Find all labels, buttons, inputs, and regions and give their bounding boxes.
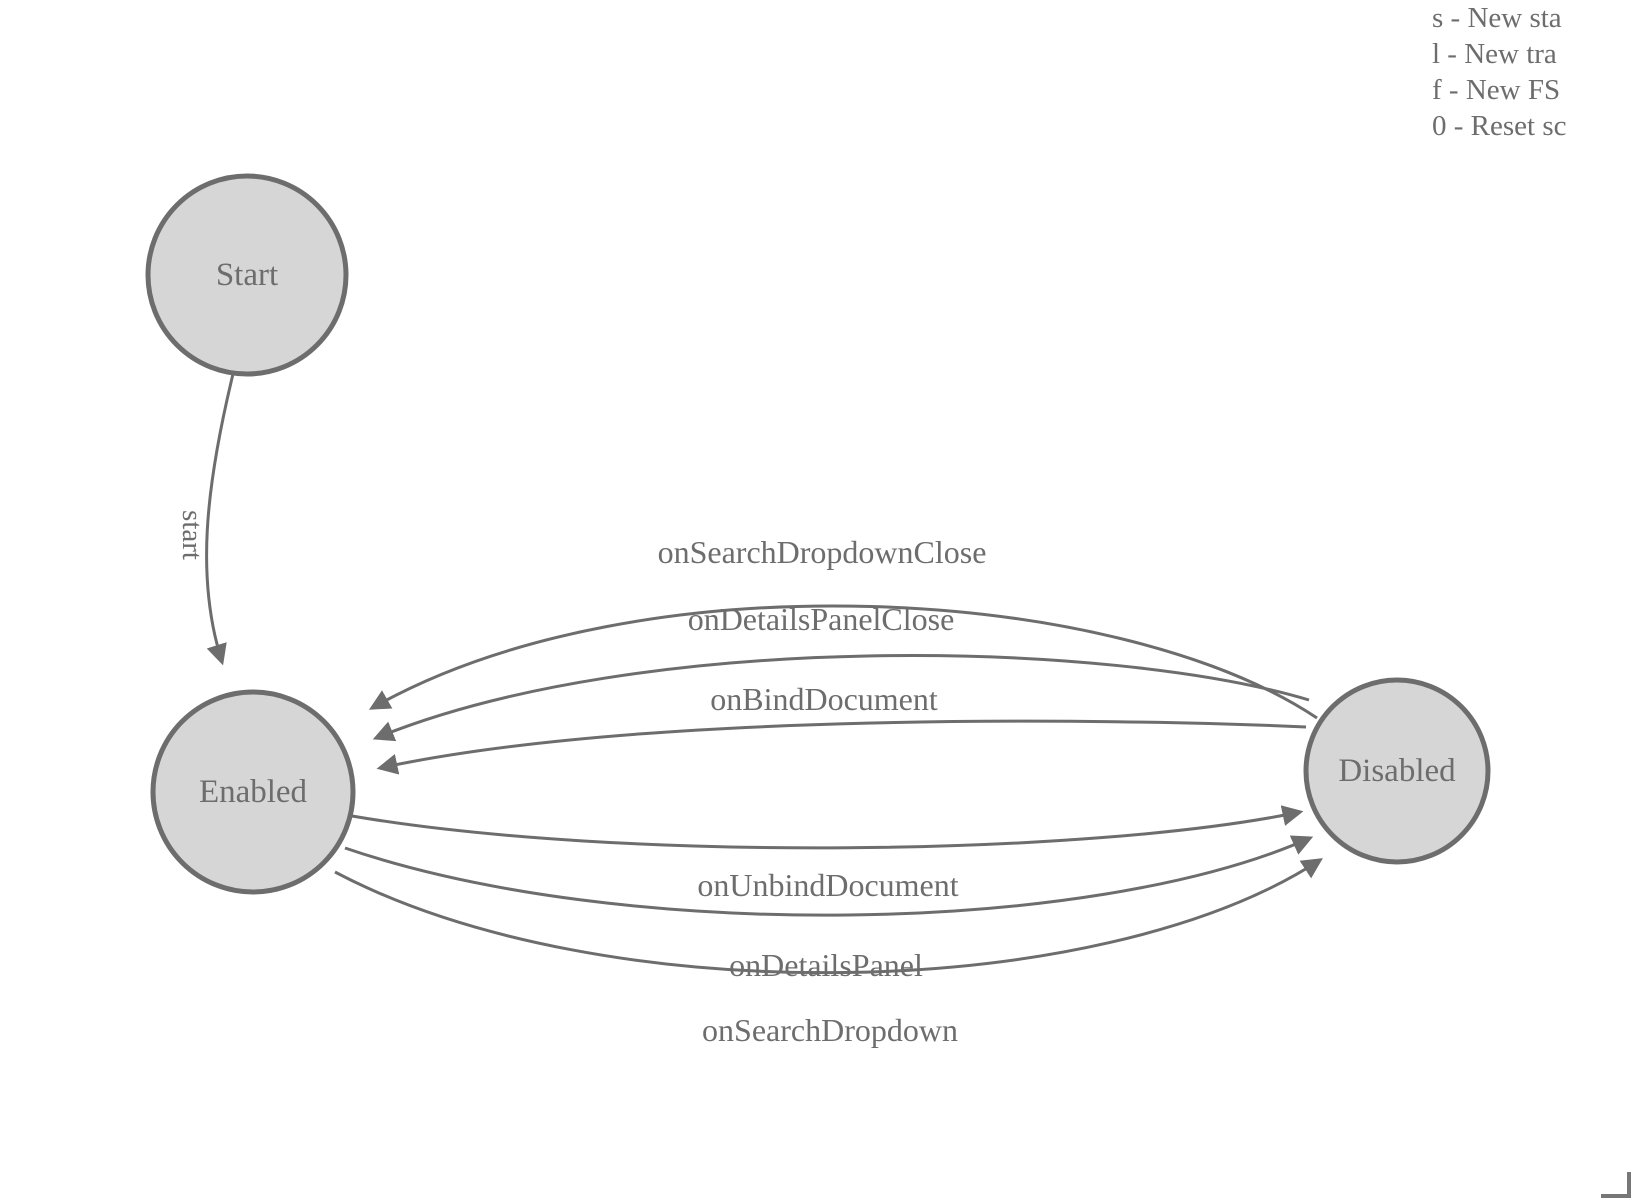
resize-handle-vertical-bar[interactable] <box>1627 1172 1631 1198</box>
node-enabled-label: Enabled <box>199 774 308 810</box>
node-start[interactable]: Start <box>145 173 349 377</box>
edge-disabled-to-enabled-searchdropdownclose[interactable] <box>368 604 1318 720</box>
edge-enabled-to-disabled-detailspanel[interactable] <box>344 835 1314 917</box>
node-start-label: Start <box>216 257 278 293</box>
edge-label-onsearchdropdown: onSearchDropdown <box>702 1012 958 1048</box>
edge-group <box>205 373 1323 975</box>
edge-label-ondetailspanel: onDetailsPanel <box>729 947 923 983</box>
edge-label-ondetailspanelclose: onDetailsPanelClose <box>688 601 955 637</box>
edge-enabled-to-disabled-searchdropdown[interactable] <box>334 858 1323 975</box>
edge-label-onbinddocument: onBindDocument <box>710 681 938 717</box>
edge-enabled-to-disabled-unbinddocument[interactable] <box>351 805 1304 850</box>
node-disabled[interactable]: Disabled <box>1303 677 1491 865</box>
node-enabled[interactable]: Enabled <box>150 689 356 895</box>
edge-label-onsearchdropdownclose: onSearchDropdownClose <box>658 534 987 570</box>
node-enabled-circle[interactable] <box>150 689 356 895</box>
edge-label-group: start onSearchDropdownClose onDetailsPan… <box>176 510 986 1048</box>
node-disabled-circle[interactable] <box>1303 677 1491 865</box>
edge-disabled-to-enabled-detailspanelclose[interactable] <box>372 654 1310 742</box>
edge-start-to-enabled[interactable] <box>205 373 235 666</box>
resize-handle-horizontal-bar[interactable] <box>1601 1194 1631 1198</box>
edge-disabled-to-enabled-binddocument[interactable] <box>376 719 1307 775</box>
node-start-circle[interactable] <box>145 173 349 377</box>
edge-label-onunbinddocument: onUnbindDocument <box>697 867 958 903</box>
node-disabled-label: Disabled <box>1338 753 1456 789</box>
node-group: Start Enabled Disabled <box>145 173 1491 895</box>
resize-corner-handle[interactable] <box>1601 1172 1631 1198</box>
edge-label-start: start <box>176 510 208 560</box>
